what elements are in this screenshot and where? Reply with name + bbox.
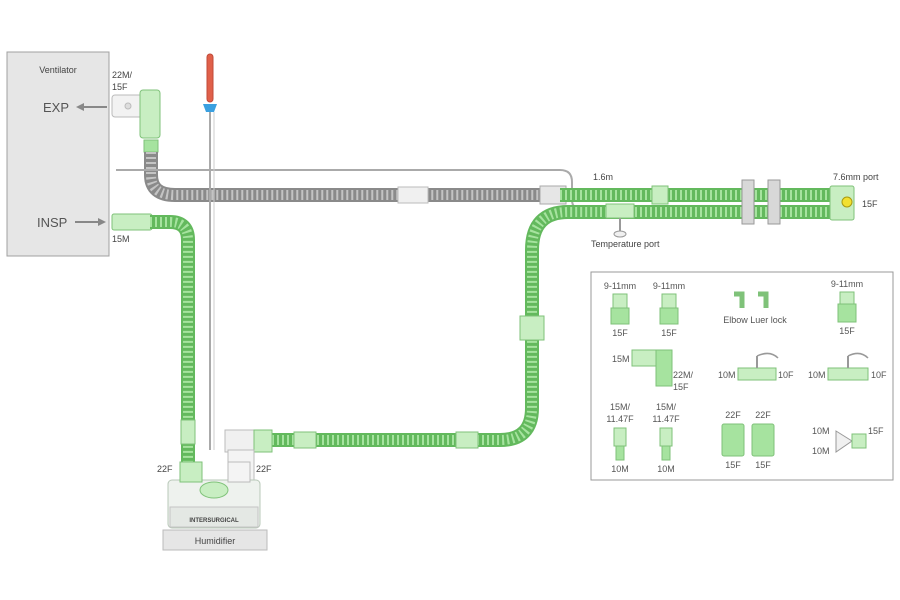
port-label: 7.6mm port xyxy=(833,172,879,182)
humidifier-label: Humidifier xyxy=(195,536,236,546)
humidifier-left-port-label: 22F xyxy=(157,464,173,474)
catheter-2-top2: 11.47F xyxy=(652,414,680,424)
sleeve-1-bottom: 15F xyxy=(725,460,741,470)
catheter-1-top1: 15M/ xyxy=(610,402,631,412)
exp-label: EXP xyxy=(43,100,69,115)
tee-1-right: 10F xyxy=(778,370,794,380)
expiratory-elbow-connector xyxy=(111,89,161,153)
catheter-1-bottom: 10M xyxy=(611,464,629,474)
elbow-luer-lock-label: Elbow Luer lock xyxy=(723,315,787,325)
arrow-right-icon xyxy=(75,218,106,226)
adapter-3-top: 9-11mm xyxy=(831,279,863,289)
heated-limb xyxy=(272,205,600,449)
adapter-2-bottom: 15F xyxy=(661,328,677,338)
tee-1-left: 10M xyxy=(718,370,736,380)
insp-connector-label: 15M xyxy=(112,234,130,244)
vent-connector-label-top: 22M/ xyxy=(112,70,133,80)
wye-patient-end xyxy=(560,179,855,238)
elbow-right-bottom: 15F xyxy=(673,382,689,392)
inspiratory-limb xyxy=(111,213,196,465)
catheter-1-top2: 11.47F xyxy=(606,414,634,424)
elbow-right-top: 22M/ xyxy=(673,370,694,380)
adapter-3-bottom: 15F xyxy=(839,326,855,336)
sleeve-1-top: 22F xyxy=(725,410,741,420)
temperature-probe xyxy=(203,53,217,450)
vent-connector-label-bottom: 15F xyxy=(112,82,128,92)
y-piece-right: 15F xyxy=(868,426,884,436)
elbow-left-label: 15M xyxy=(612,354,630,364)
sleeve-2-top: 22F xyxy=(755,410,771,420)
insp-label: INSP xyxy=(37,215,67,230)
length-label: 1.6m xyxy=(593,172,613,182)
arrow-left-icon xyxy=(76,103,107,111)
ventilator-unit: Ventilator xyxy=(6,51,110,257)
accessories-legend: 9-11mm 15F 9-11mm 15F Elbow Luer lock 9-… xyxy=(590,271,894,481)
catheter-2-bottom: 10M xyxy=(657,464,675,474)
y-piece-left-bottom: 10M xyxy=(812,446,830,456)
catheter-2-top1: 15M/ xyxy=(656,402,677,412)
sleeve-2-bottom: 15F xyxy=(755,460,771,470)
expiratory-limb xyxy=(144,152,567,205)
brand-label: INTERSURGICAL xyxy=(189,518,239,524)
adapter-1-bottom: 15F xyxy=(612,328,628,338)
tee-2-right: 10F xyxy=(871,370,887,380)
ventilator-label: Ventilator xyxy=(39,65,77,75)
temperature-port-label: Temperature port xyxy=(591,239,660,249)
humidifier-right-port-label: 22F xyxy=(256,464,272,474)
tee-2-left: 10M xyxy=(808,370,826,380)
adapter-2-top: 9-11mm xyxy=(653,281,685,291)
y-piece-left-top: 10M xyxy=(812,426,830,436)
end-connector-label: 15F xyxy=(862,199,878,209)
humidifier-unit: Humidifier INTERSURGICAL xyxy=(162,461,268,551)
adapter-1-top: 9-11mm xyxy=(604,281,636,291)
